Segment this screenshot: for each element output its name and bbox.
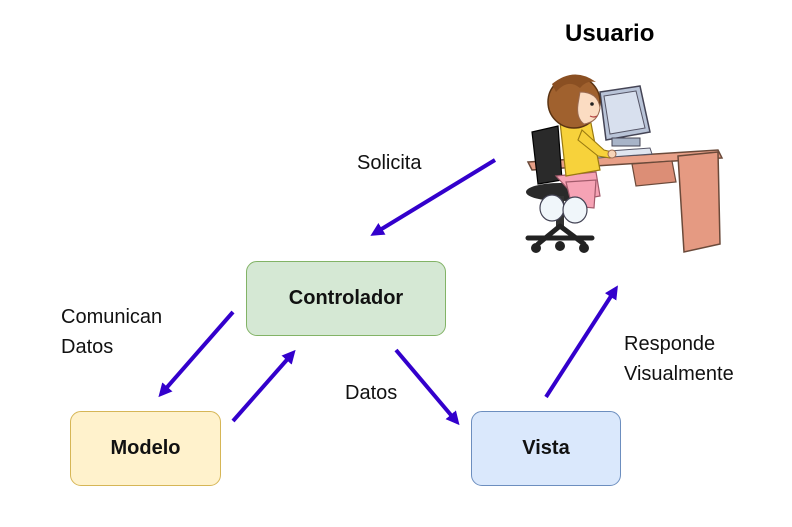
comunican-datos-label: Comunican Datos: [61, 302, 162, 362]
modelo-label: Modelo: [110, 437, 181, 459]
controlador-label: Controlador: [288, 287, 404, 309]
vista-label: Vista: [522, 437, 570, 459]
responde-visualmente-label: Responde Visualmente: [624, 329, 734, 389]
datos-text: Datos: [345, 382, 398, 404]
comunican-line2: Datos: [61, 336, 114, 358]
arrow-modelo-to-controlador: [231, 349, 296, 423]
arrow-solicita: [370, 158, 497, 236]
datos-label: Datos: [345, 378, 397, 408]
solicita-label: Solicita: [357, 148, 421, 178]
controlador-node: Controlador: [246, 261, 446, 336]
responde-line1: Responde: [624, 333, 716, 355]
responde-line2: Visualmente: [624, 363, 734, 385]
vista-node: Vista: [471, 411, 621, 486]
solicita-text: Solicita: [357, 152, 422, 174]
comunican-line1: Comunican: [61, 306, 163, 328]
arrow-controlador-to-vista: [394, 348, 460, 426]
modelo-node: Modelo: [70, 411, 221, 486]
user-title: Usuario: [565, 20, 655, 47]
arrow-responde: [544, 285, 618, 399]
arrow-controlador-to-modelo: [158, 310, 235, 398]
